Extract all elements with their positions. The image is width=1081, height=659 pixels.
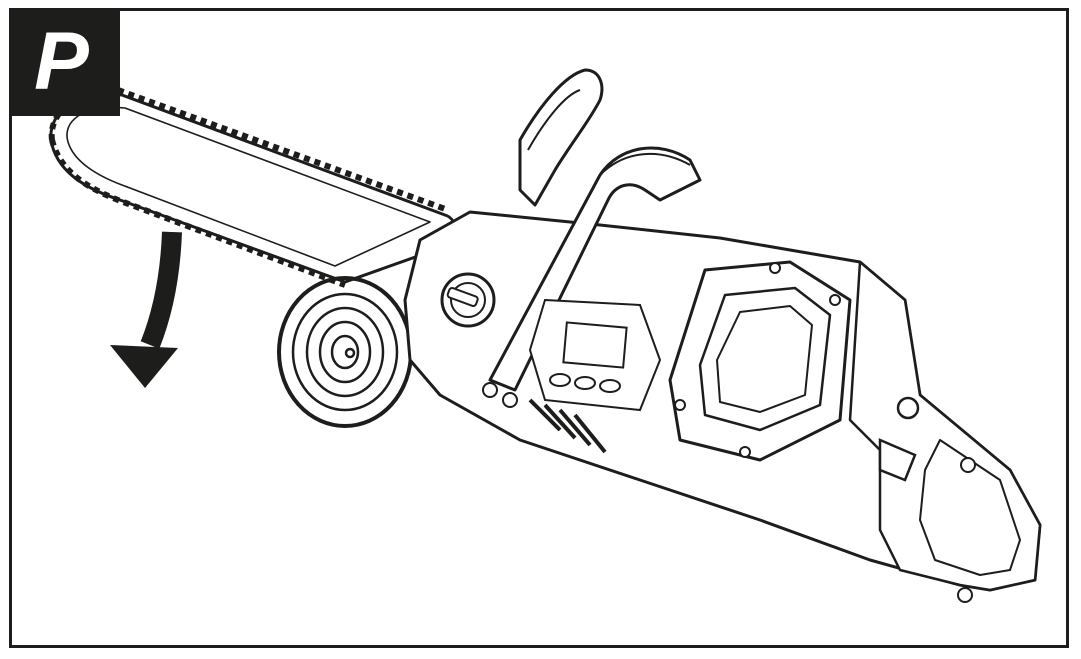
screws <box>482 382 976 603</box>
down-arrow-icon <box>110 231 182 388</box>
front-handle <box>518 68 604 207</box>
saw-chain <box>48 86 450 288</box>
panel-label: P <box>34 16 89 107</box>
log <box>277 276 413 428</box>
panel-frame <box>9 8 1069 648</box>
vent-slots <box>528 398 607 454</box>
guide-bar <box>49 92 458 284</box>
panel-label-box: P <box>9 8 120 116</box>
oil-cap <box>440 272 496 328</box>
battery-pack <box>668 260 852 462</box>
control-panel <box>528 298 662 412</box>
trigger <box>878 396 920 482</box>
